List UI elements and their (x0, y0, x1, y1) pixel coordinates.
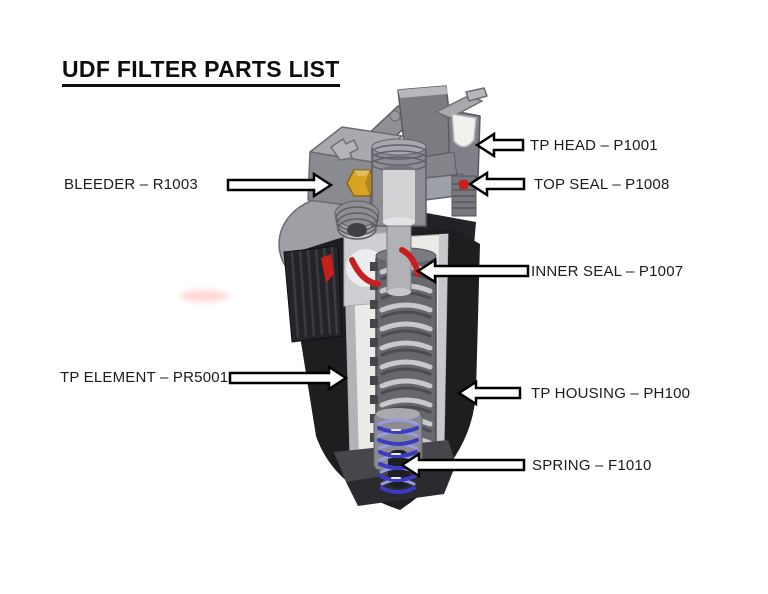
flange-port-threads (334, 200, 380, 240)
callout-label-tp-element: TP ELEMENT – PR5001 (60, 369, 229, 386)
callout-label-bleeder: BLEEDER – R1003 (64, 176, 198, 193)
top-seal-arrow (467, 170, 526, 198)
head-top-plate-bevel (398, 86, 448, 98)
tp-head-arrow (474, 131, 525, 159)
core-notches (370, 262, 378, 442)
head-port-notch (451, 113, 477, 148)
callout-label-top-seal: TOP SEAL – P1008 (534, 176, 670, 193)
callout-label-tp-housing: TP HOUSING – PH100 (531, 385, 691, 402)
port-bore (347, 223, 367, 237)
grip-ring (283, 245, 343, 343)
flange-edge-seal (321, 254, 334, 283)
tube-bore (383, 170, 415, 222)
spring-assembly (373, 408, 423, 494)
head-flange-arm (435, 95, 483, 119)
standpipe-tube (371, 138, 427, 296)
tp-element-arrow (228, 364, 349, 392)
bleeder-arrow (226, 171, 334, 199)
callout-label-spring: SPRING – F1010 (532, 457, 652, 474)
tp-housing-arrow (456, 379, 522, 407)
spring-arrow (399, 451, 526, 479)
callout-label-tp-head: TP HEAD – P1001 (530, 137, 658, 154)
scan-smudge (180, 290, 228, 302)
bleeder-valve (346, 169, 378, 197)
inner-seal-arrow (415, 257, 530, 285)
top-seal (459, 180, 468, 189)
spring-coil (377, 426, 419, 494)
element-frame-right (436, 234, 448, 450)
tube-lower (386, 225, 412, 293)
flow-direction-arrow-icon (330, 138, 359, 161)
head-flange-tab (465, 87, 488, 102)
inner-seal-left (349, 257, 381, 287)
callout-label-inner-seal: INNER SEAL – P1007 (531, 263, 684, 280)
tube-bore-bottom (383, 217, 415, 227)
head-stud (389, 110, 401, 122)
page-title: UDF FILTER PARTS LIST (62, 56, 340, 87)
